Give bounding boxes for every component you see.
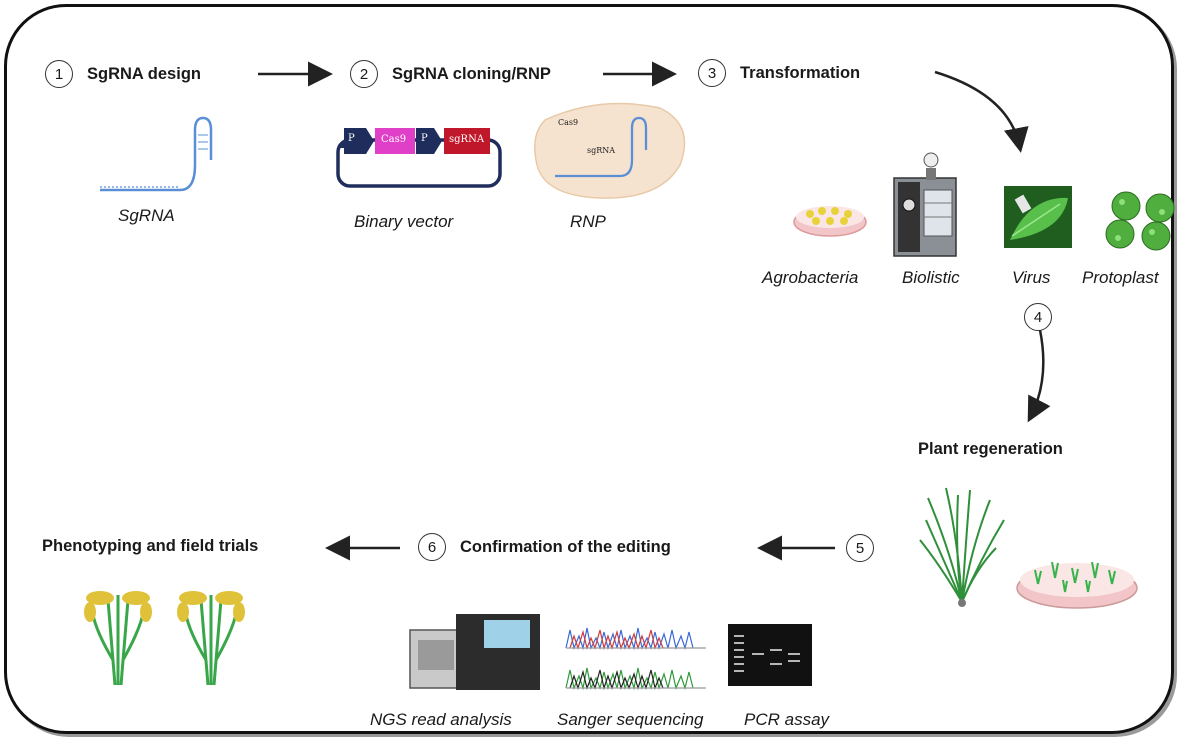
biolistic-gun-icon [893,152,957,257]
agrobacteria-dish-icon [793,206,867,237]
rnp-cas9-label: Cas9 [558,118,579,127]
rnp-caption: RNP [570,212,606,231]
sanger-caption: Sanger sequencing [557,710,704,729]
diagram-frame [4,4,1174,734]
step-3: 3 Transformation [698,59,860,87]
vector-cas9: Cas9 [381,134,407,145]
step-6: 6 Confirmation of the editing [418,533,671,561]
sgrna-caption: SgRNA [118,206,175,225]
step-number: 5 [846,534,874,562]
step-title: Confirmation of the editing [460,537,671,556]
step-number: 2 [350,60,378,88]
step-number: 6 [418,533,446,561]
step-title: SgRNA cloning/RNP [392,64,551,83]
vector-promoter-2: P [421,133,428,144]
vector-promoter-1: P [348,133,355,144]
ngs-sequencer-icon [409,614,540,690]
arrow-3-to-methods [934,70,1029,153]
step-number: 4 [1024,303,1052,331]
binary-vector-caption: Binary vector [354,212,454,231]
step-4: 4 [1024,303,1052,331]
phenotyping-label: Phenotyping and field trials [42,537,259,555]
rnp-sgrna-label: sgRNA [587,146,616,155]
virus-caption: Virus [1012,268,1051,287]
sanger-chromatogram-icon [565,627,706,691]
vector-sgrna: sgRNA [449,134,485,145]
biolistic-caption: Biolistic [902,268,960,287]
step-number: 1 [45,60,73,88]
ngs-caption: NGS read analysis [370,710,512,729]
step-1: 1 SgRNA design [45,60,201,88]
step-5: 5 [846,534,874,562]
agrobacteria-caption: Agrobacteria [762,268,859,287]
arrow-4-to-regeneration [1027,329,1051,423]
pcr-caption: PCR assay [744,710,830,729]
protoplast-cells-icon [1105,191,1175,251]
pcr-gel-icon [728,624,812,686]
step-number: 3 [698,59,726,87]
step-2: 2 SgRNA cloning/RNP [350,60,551,88]
protoplast-caption: Protoplast [1082,268,1159,287]
step-title: SgRNA design [87,64,201,83]
regenerated-plant-icon [919,487,1005,607]
plant-regeneration-label: Plant regeneration [918,440,1063,458]
virus-leaf-icon [1004,186,1072,248]
step-title: Transformation [740,63,861,82]
regeneration-dish-icon [1016,561,1138,609]
